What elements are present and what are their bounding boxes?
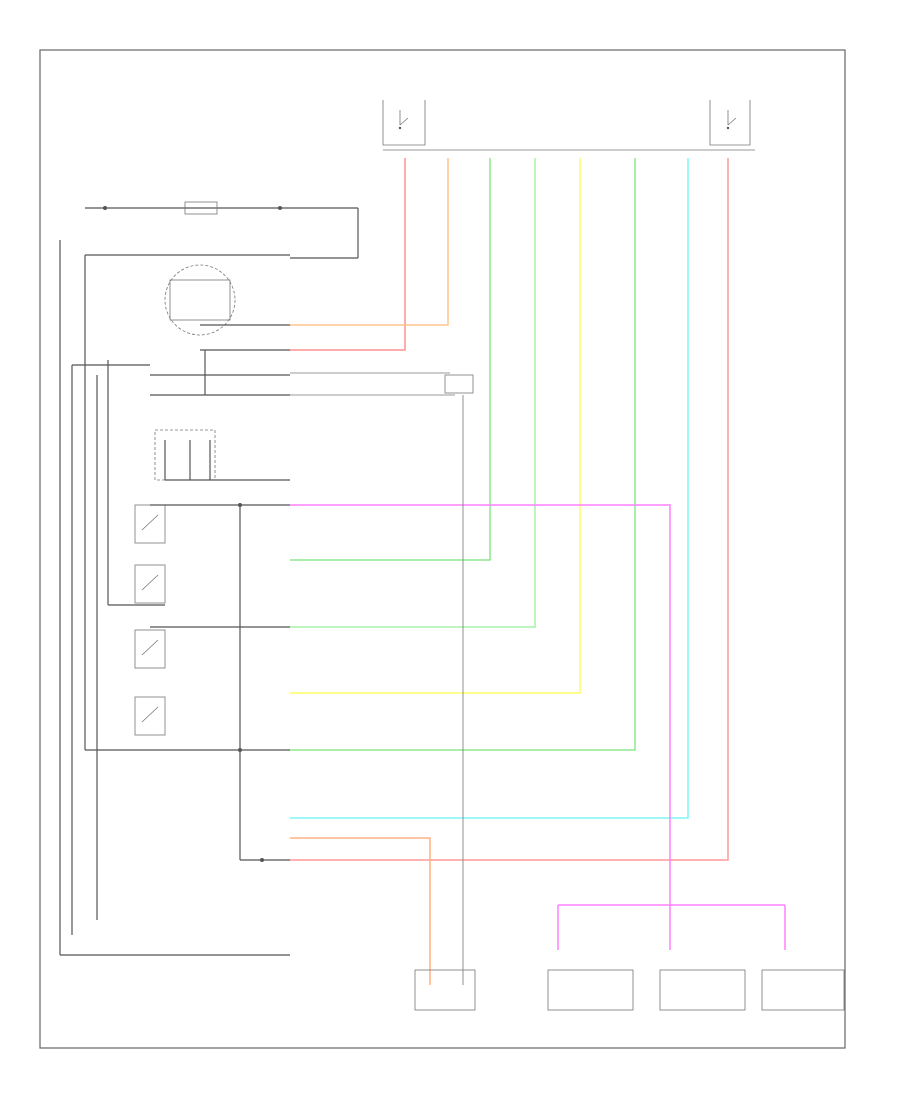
orange-wire <box>290 158 449 326</box>
resistor-block <box>154 429 290 481</box>
bottom-module-1 <box>414 969 476 1011</box>
motor-component <box>164 264 290 336</box>
left-bus-lines <box>59 240 290 956</box>
magenta-wire <box>290 504 786 950</box>
red-wire <box>290 158 406 351</box>
module-pins <box>295 504 300 861</box>
feed-line <box>85 201 359 259</box>
light-green-wire <box>290 158 536 628</box>
tan-wire <box>290 837 431 985</box>
top-right-switch <box>709 100 751 146</box>
pink-wire <box>290 158 729 861</box>
relay-group <box>150 349 474 396</box>
diagram-border <box>39 49 846 1049</box>
cyan-wire <box>290 158 689 819</box>
green-wire <box>290 158 491 561</box>
bottom-module-2 <box>547 969 634 1011</box>
bottom-module-3 <box>659 969 746 1011</box>
yellow-wire <box>290 158 581 694</box>
bottom-module-4 <box>761 969 845 1011</box>
ground-bus <box>150 503 290 862</box>
green-wire-2 <box>290 158 636 751</box>
switch-boxes <box>134 504 166 736</box>
top-left-switch <box>382 100 426 146</box>
